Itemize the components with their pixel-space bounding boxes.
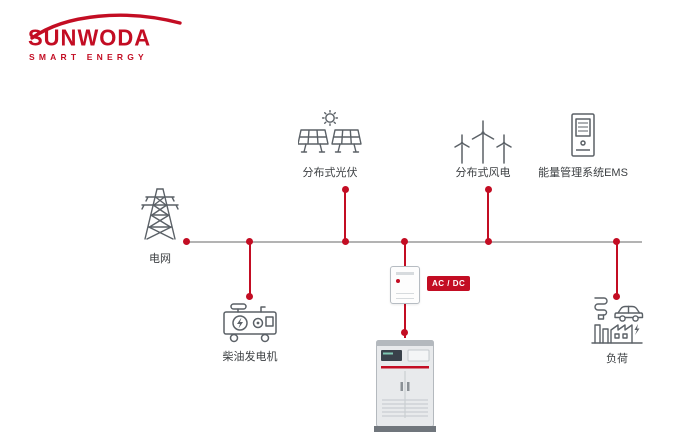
converter-grille bbox=[396, 293, 414, 299]
acdc-converter-box bbox=[390, 266, 420, 304]
wind-turbines-icon bbox=[454, 120, 512, 164]
converter-vent-slot bbox=[396, 272, 414, 275]
pv-label: 分布式光伏 bbox=[302, 167, 358, 179]
ems-cabinet-icon bbox=[571, 113, 595, 157]
acdc-badge: AC / DC bbox=[427, 276, 471, 291]
converter-led bbox=[396, 279, 400, 283]
ems-label: 能量管理系统EMS bbox=[538, 167, 628, 179]
wind-label: 分布式风电 bbox=[455, 167, 511, 179]
pv-bus-dot bbox=[342, 238, 349, 245]
load-bus-dot bbox=[613, 238, 620, 245]
pv-connector-line bbox=[344, 190, 346, 242]
wind-connector-line bbox=[487, 190, 489, 242]
brand-name: SUNWODA bbox=[28, 24, 152, 51]
grid-label: 电网 bbox=[149, 253, 171, 265]
brand-tagline: SMART ENERGY bbox=[29, 52, 148, 62]
brand-logo: SUNWODA SMART ENERGY bbox=[26, 12, 190, 66]
load-connector-line bbox=[616, 242, 618, 297]
bus-line bbox=[186, 241, 642, 243]
pv-top-dot bbox=[342, 186, 349, 193]
load-top-dot bbox=[613, 293, 620, 300]
load-label: 负荷 bbox=[606, 353, 628, 365]
wind-top-dot bbox=[485, 186, 492, 193]
diesel-generator-icon bbox=[223, 303, 277, 343]
genset-bottom-dot bbox=[246, 293, 253, 300]
logo-swoosh-icon bbox=[30, 13, 182, 40]
load-devices-icon bbox=[591, 297, 644, 344]
storage-top-dot bbox=[401, 329, 408, 336]
converter-bus-dot bbox=[401, 238, 408, 245]
transmission-tower-icon bbox=[141, 188, 179, 240]
genset-label: 柴油发电机 bbox=[222, 351, 278, 363]
wind-bus-dot bbox=[485, 238, 492, 245]
solar-panels-icon bbox=[298, 110, 362, 153]
bus-to-converter-line bbox=[404, 242, 406, 266]
genset-bus-dot bbox=[246, 238, 253, 245]
converter-to-storage-line bbox=[404, 304, 406, 338]
battery-storage-cabinet bbox=[374, 340, 436, 432]
genset-connector-line bbox=[249, 242, 251, 297]
grid-connection-dot bbox=[183, 238, 190, 245]
